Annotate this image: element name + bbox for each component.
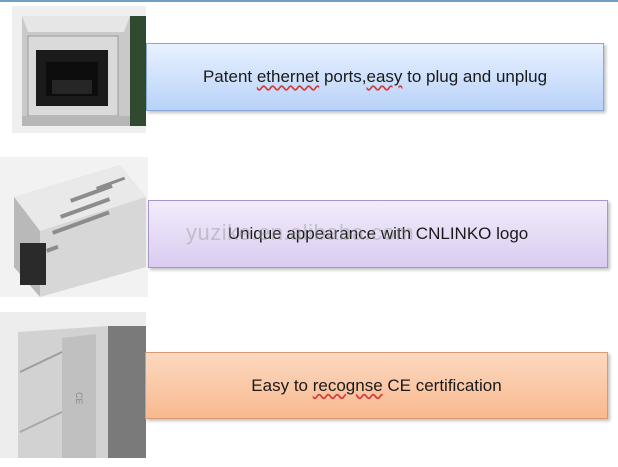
ethernet-port-photo [12,6,146,133]
svg-text:CE: CE [74,392,84,405]
caption-1-part-3: ports, [319,67,367,86]
caption-3-part-1: Easy to [251,375,313,395]
caption-1-part-2: ethernet [256,67,320,86]
caption-appearance-logo: Unique appearance with CNLINKO logo [148,200,608,268]
caption-ce-certification: Easy to recognse CE certification [145,352,608,419]
caption-1-part-5: to plug and unplug [402,67,548,86]
caption-2-text: Unique appearance with CNLINKO logo [227,224,529,243]
top-rule [0,0,618,2]
connector-logo-photo [0,157,148,297]
caption-1-part-1: Patent [202,67,257,86]
caption-3-part-3: CE certification [382,375,502,395]
ce-mark-photo: CE [0,312,146,458]
caption-1-part-4: easy [366,67,403,86]
caption-ethernet-ports: Patent ethernet ports, easy to plug and … [146,43,604,111]
caption-3-part-2: recognse [312,375,383,395]
